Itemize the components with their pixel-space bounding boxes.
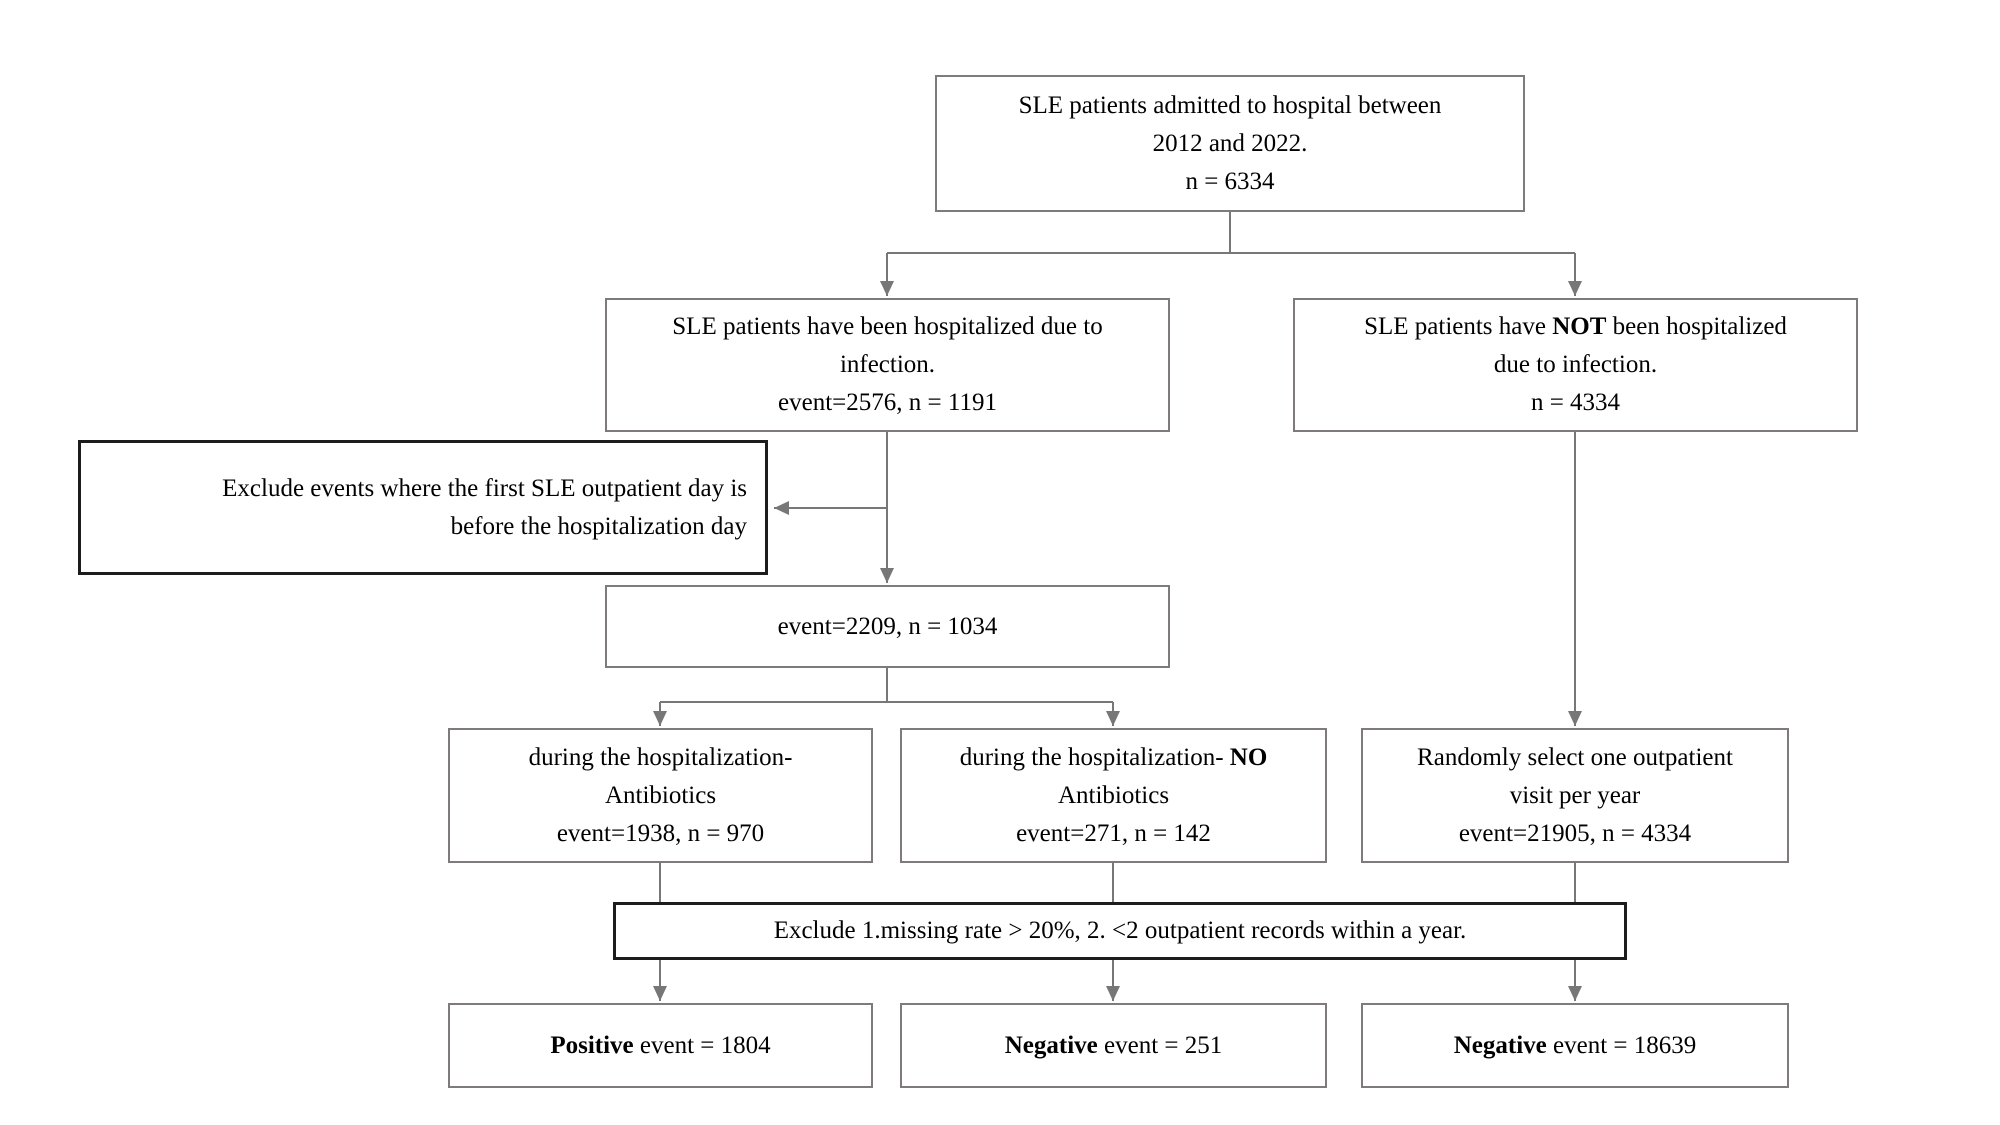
node-not-hospitalized-infection: SLE patients have NOT been hospitalized d… [1293,298,1858,432]
text-line: 2012 and 2022. [1152,129,1308,157]
text-line: Positive event = 1804 [550,1031,771,1059]
node-sle-admitted: SLE patients admitted to hospital betwee… [935,75,1525,212]
text-line: before the hospitalization day [450,512,747,540]
text-line: event=2209, n = 1034 [777,612,998,640]
text-line: n = 4334 [1530,389,1621,416]
text-line: during the hospitalization- NO [959,743,1268,771]
text-line: Antibiotics [604,781,717,809]
text-line: during the hospitalization- [528,743,793,771]
connector-antibiotics-split [660,668,1113,703]
text-line: SLE patients admitted to hospital betwee… [1018,91,1442,119]
text-line: event=1938, n = 970 [556,819,765,847]
node-hospitalized-infection: SLE patients have been hospitalized due … [605,298,1170,432]
text-line: Antibiotics [1057,781,1170,809]
text-line: infection. [839,351,936,378]
text-line: event=21905, n = 4334 [1458,819,1692,847]
text-line: Exclude events where the first SLE outpa… [222,474,747,502]
node-positive-event: Positive event = 1804 [448,1003,873,1088]
text-line: due to infection. [1493,351,1658,378]
text-line: event=271, n = 142 [1016,819,1211,847]
text-line: Randomly select one outpatient [1417,743,1733,771]
node-negative-event-no-antibiotics: Negative event = 251 [900,1003,1327,1088]
node-exclude-outpatient-before-hospitalization: Exclude events where the first SLE outpa… [78,440,768,575]
text-line: Negative event = 251 [1004,1031,1223,1059]
text-line: SLE patients have been hospitalized due … [672,313,1103,340]
node-exclude-missing-rate: Exclude 1.missing rate > 20%, 2. <2 outp… [613,902,1627,960]
node-no-antibiotics: during the hospitalization- NO Antibiotic… [900,728,1327,863]
node-negative-event-random: Negative event = 18639 [1361,1003,1789,1088]
node-after-exclusion-count: event=2209, n = 1034 [605,585,1170,668]
text-line: Exclude 1.missing rate > 20%, 2. <2 outp… [773,917,1467,944]
text-line: visit per year [1509,781,1641,809]
connector-top-split [887,212,1575,254]
node-antibiotics: during the hospitalization- Antibiotics ev… [448,728,873,863]
text-line: Negative event = 18639 [1453,1031,1697,1059]
node-random-outpatient: Randomly select one outpatient visit per … [1361,728,1789,863]
text-line: event=2576, n = 1191 [778,389,997,416]
text-line: n = 6334 [1185,167,1275,195]
text-line: SLE patients have NOT been hospitalized [1364,313,1787,340]
